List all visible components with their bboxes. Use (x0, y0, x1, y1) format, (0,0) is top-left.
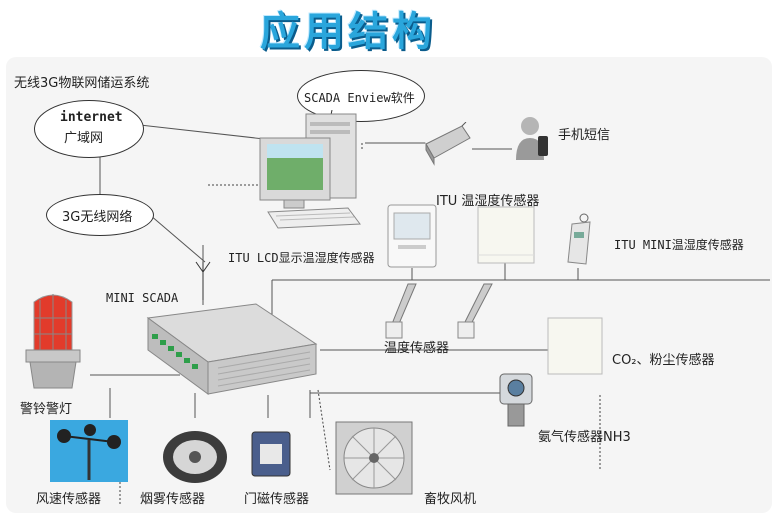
system-label: 无线3G物联网储运系统 (14, 76, 150, 91)
wireless-3g-label: 3G无线网络 (62, 210, 133, 225)
diagram-title: 应用结构 (260, 9, 436, 55)
smoke-sensor-icon (163, 431, 227, 483)
smoke-label: 烟雾传感器 (140, 492, 206, 507)
co2-dust-label: CO₂、粉尘传感器 (612, 353, 715, 368)
door-sensor-icon (251, 431, 291, 477)
lcd-sensor-icon (387, 204, 437, 268)
ammonia-label: 氨气传感器NH3 (538, 430, 631, 445)
wind-speed-label: 风速传感器 (36, 492, 102, 507)
mini-scada-label: MINI SCADA (106, 291, 179, 305)
alarm-light-icon (25, 294, 81, 389)
itu-sensor-box-icon (477, 206, 535, 264)
wireless-3g-ellipse (46, 194, 154, 236)
sms-gateway-icon (425, 122, 471, 166)
itu-temp-humidity-label: ITU 温湿度传感器 (436, 194, 540, 209)
itu-mini-sensor-icon (567, 213, 591, 265)
phone-user-icon (516, 117, 548, 160)
fan-label: 畜牧风机 (424, 492, 477, 507)
wind-speed-sensor-icon (50, 420, 128, 482)
co2-sensor-box-icon (547, 317, 603, 375)
mini-scada-device-icon (146, 303, 318, 395)
wan-label: 广域网 (64, 131, 104, 146)
livestock-fan-icon (335, 421, 413, 495)
itu-lcd-label: ITU LCD显示温湿度传感器 (228, 251, 375, 265)
temp-probes-icon (385, 283, 493, 339)
itu-mini-label: ITU MINI温湿度传感器 (614, 238, 744, 252)
internet-ellipse (34, 100, 144, 158)
temp-sensor-label: 温度传感器 (384, 341, 450, 356)
door-label: 门磁传感器 (244, 492, 310, 507)
ammonia-sensor-icon (499, 373, 533, 427)
alarm-light-label: 警铃警灯 (20, 402, 73, 417)
internet-label: internet (60, 110, 123, 125)
computer-icon (259, 113, 361, 229)
scada-software-ellipse (297, 70, 425, 122)
scada-software-label: SCADA Enview软件 (304, 91, 415, 105)
sms-label: 手机短信 (558, 128, 611, 143)
